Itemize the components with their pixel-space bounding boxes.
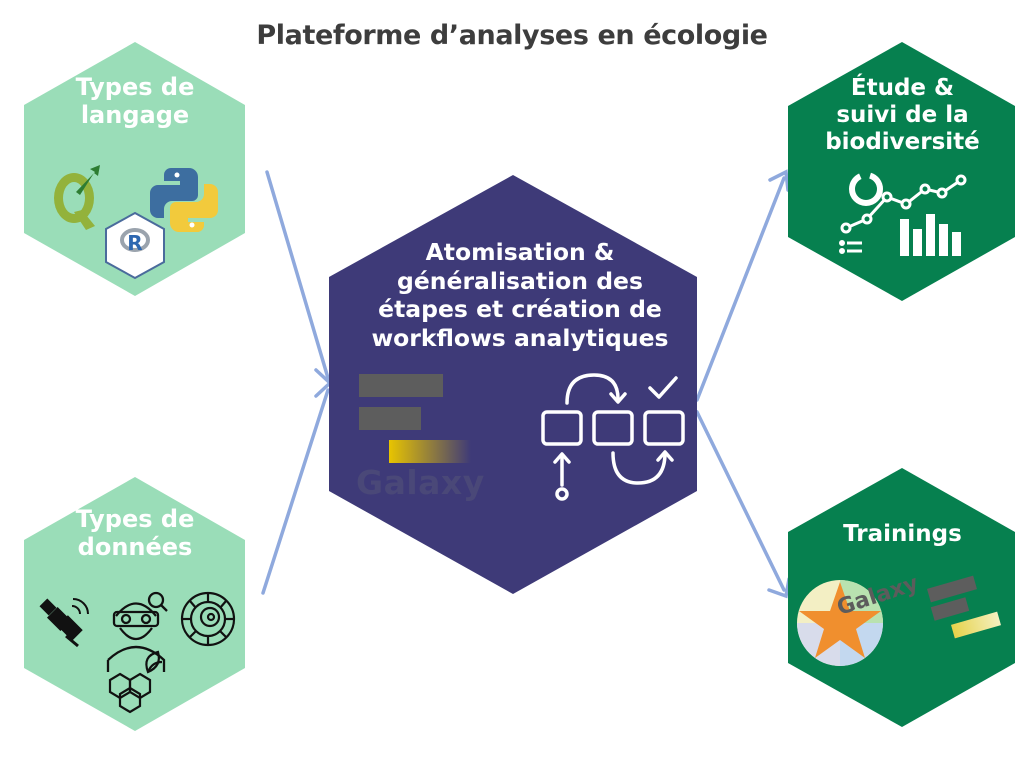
- galaxy-logo-text: Galaxy: [356, 463, 485, 502]
- python-icon: [150, 168, 218, 233]
- label-line: Types de: [75, 73, 195, 101]
- label-line: langage: [80, 101, 190, 130]
- hex-center: [329, 175, 697, 594]
- arrow-donnees-to-center: [261, 388, 330, 595]
- galaxy-logo: [359, 374, 471, 463]
- label-trainings: Trainings: [790, 521, 1015, 548]
- label-line: Trainings: [843, 521, 962, 547]
- r-package-icon: R: [105, 211, 165, 280]
- label-line: étapes et création de: [378, 295, 662, 324]
- label-etude-biodiversite: Étude & suivi de la biodiversité: [790, 75, 1015, 156]
- label-line: Types de: [75, 505, 195, 533]
- svg-text:R: R: [127, 231, 142, 255]
- diagram-title: Plateforme d’analyses en écologie: [256, 20, 768, 51]
- label-types-donnees: Types de données: [30, 505, 240, 562]
- molecule-leaf-icon: [108, 650, 163, 714]
- arrow-langage-to-center: [265, 170, 330, 380]
- hex-types-langage: [24, 42, 245, 296]
- label-line: généralisation des: [397, 266, 643, 295]
- arrowhead-etude: [768, 169, 790, 192]
- vr-scientist-icon: [106, 591, 168, 672]
- label-line: Atomisation &: [425, 238, 615, 266]
- label-line: workflows analytiques: [371, 323, 669, 352]
- workflow-icon: [541, 373, 685, 501]
- ammonite-fossil-icon: [180, 591, 236, 647]
- label-types-langage: Types de langage: [30, 73, 240, 130]
- label-line: suivi de la: [836, 102, 969, 129]
- label-line: biodiversité: [825, 129, 980, 156]
- satellite-icon: [39, 598, 89, 648]
- arrow-center-to-etude: [695, 176, 786, 402]
- label-center: Atomisation & généralisation des étapes …: [340, 238, 700, 353]
- label-line: données: [77, 533, 193, 562]
- arrow-center-to-trainings: [695, 410, 786, 592]
- chart-icon: [839, 172, 967, 256]
- qgis-icon: [54, 165, 100, 230]
- label-line: Étude &: [850, 75, 955, 101]
- galaxy-training-logo: [797, 575, 1001, 666]
